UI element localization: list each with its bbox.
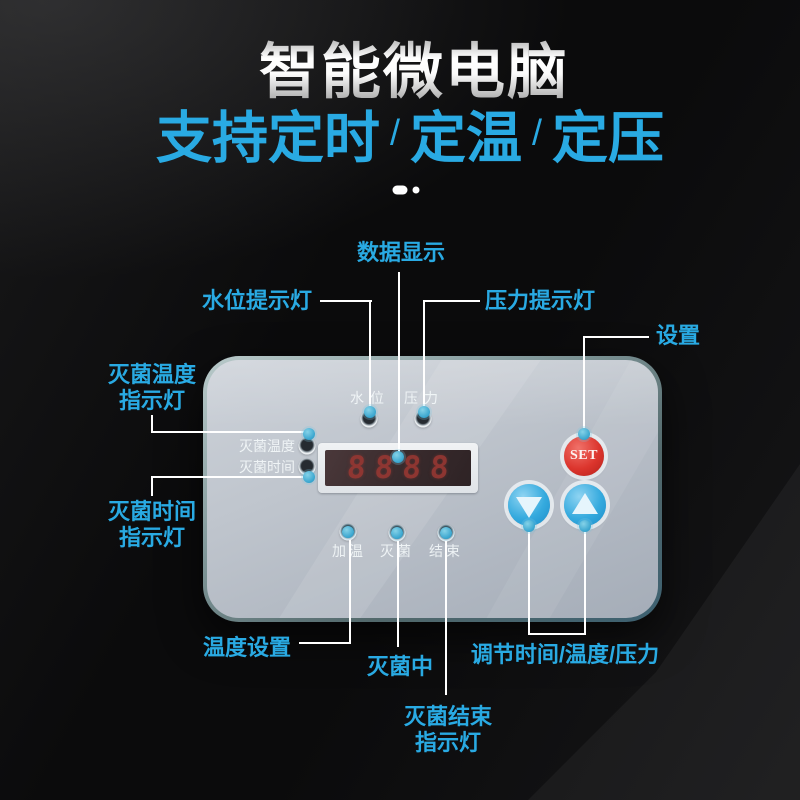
callout-sterilizing: 灭菌中 <box>366 654 434 679</box>
subtitle-part-timing: 支持定时 <box>155 106 380 170</box>
callout-dot-end <box>440 527 452 539</box>
callout-line-temp-setting <box>349 540 351 644</box>
callout-dot-sterilize <box>391 527 403 539</box>
dash-dot-divider <box>392 185 420 195</box>
callout-line-adjust <box>528 531 530 635</box>
callout-dot-pressure-led <box>418 406 430 418</box>
callout-line-pressure-light <box>424 300 480 302</box>
callout-line-set <box>583 336 585 432</box>
callout-line-water-light <box>369 300 371 410</box>
callout-dot-water-led <box>364 406 376 418</box>
callout-steril-end-line2: 指示灯 <box>414 730 482 755</box>
panel-label-steril-temp: 灭菌温度 <box>239 438 295 454</box>
set-button-label: SET <box>570 448 598 463</box>
callout-dot-increase <box>579 520 591 532</box>
subtitle-slash: / <box>532 111 543 152</box>
callout-steril-time-light: 灭菌时间 指示灯 <box>108 499 196 551</box>
callout-line-set <box>585 336 649 338</box>
digital-display: 8888 <box>318 443 478 493</box>
callout-steril-end-line1: 灭菌结束 <box>403 704 493 729</box>
arrow-up-icon <box>572 493 598 514</box>
panel-label-steril-time: 灭菌时间 <box>239 459 295 475</box>
callout-dot-heating <box>342 526 354 538</box>
callout-pressure-light: 压力提示灯 <box>484 288 596 313</box>
callout-line-end-light <box>445 541 447 695</box>
callout-steril-time-line1: 灭菌时间 <box>107 499 197 524</box>
led-steril-temp <box>298 437 316 455</box>
callout-line-adjust <box>528 633 586 635</box>
callout-temp-setting: 温度设置 <box>202 635 292 660</box>
arrow-down-icon <box>516 496 542 518</box>
panel-label-pressure: 压力 <box>404 388 444 408</box>
callout-line-data-display <box>398 272 400 456</box>
panel-label-end: 结束 <box>429 541 463 561</box>
dash-icon <box>392 185 408 195</box>
page-title: 智能微电脑 <box>259 24 569 111</box>
callout-line-pressure-light <box>423 300 425 410</box>
callout-water-light: 水位提示灯 <box>201 288 313 313</box>
dot-icon <box>412 186 420 194</box>
callout-line-steril-temp <box>151 431 307 433</box>
callout-steril-time-line2: 指示灯 <box>118 525 186 550</box>
subtitle-part-temperature: 定温 <box>410 106 522 170</box>
callout-line-steril-time <box>151 476 153 496</box>
set-button[interactable]: SET <box>564 436 604 476</box>
increase-button[interactable] <box>564 484 606 526</box>
callout-line-steril-time <box>151 476 307 478</box>
subtitle-part-pressure: 定压 <box>552 106 665 170</box>
callout-steril-end-light: 灭菌结束 指示灯 <box>404 704 492 756</box>
callout-data-display: 数据显示 <box>356 240 446 265</box>
decrease-button[interactable] <box>508 484 550 526</box>
callout-dot-display <box>392 451 404 463</box>
callout-line-steril-temp <box>151 415 153 433</box>
callout-line-temp-setting <box>299 642 351 644</box>
callout-set: 设置 <box>655 323 701 348</box>
page-subtitle: 支持定时 / 定温 / 定压 <box>156 94 664 175</box>
callout-dot-set <box>578 428 590 440</box>
callout-dot-decrease <box>523 520 535 532</box>
callout-dot-steril-temp <box>303 428 315 440</box>
callout-dot-steril-time <box>303 471 315 483</box>
subtitle-slash: / <box>389 111 400 152</box>
callout-steril-temp-line1: 灭菌温度 <box>107 362 197 387</box>
callout-line-sterilizing <box>397 541 399 647</box>
callout-steril-temp-light: 灭菌温度 指示灯 <box>108 362 196 414</box>
panel-label-sterilize: 灭菌 <box>380 541 414 561</box>
panel-label-heating: 加温 <box>332 541 366 561</box>
callout-steril-temp-line2: 指示灯 <box>118 388 186 413</box>
callout-line-adjust <box>584 531 586 635</box>
panel-label-water-level: 水位 <box>350 388 390 408</box>
callout-line-water-light <box>320 300 372 302</box>
callout-adjust: 调节时间/温度/压力 <box>470 642 660 667</box>
